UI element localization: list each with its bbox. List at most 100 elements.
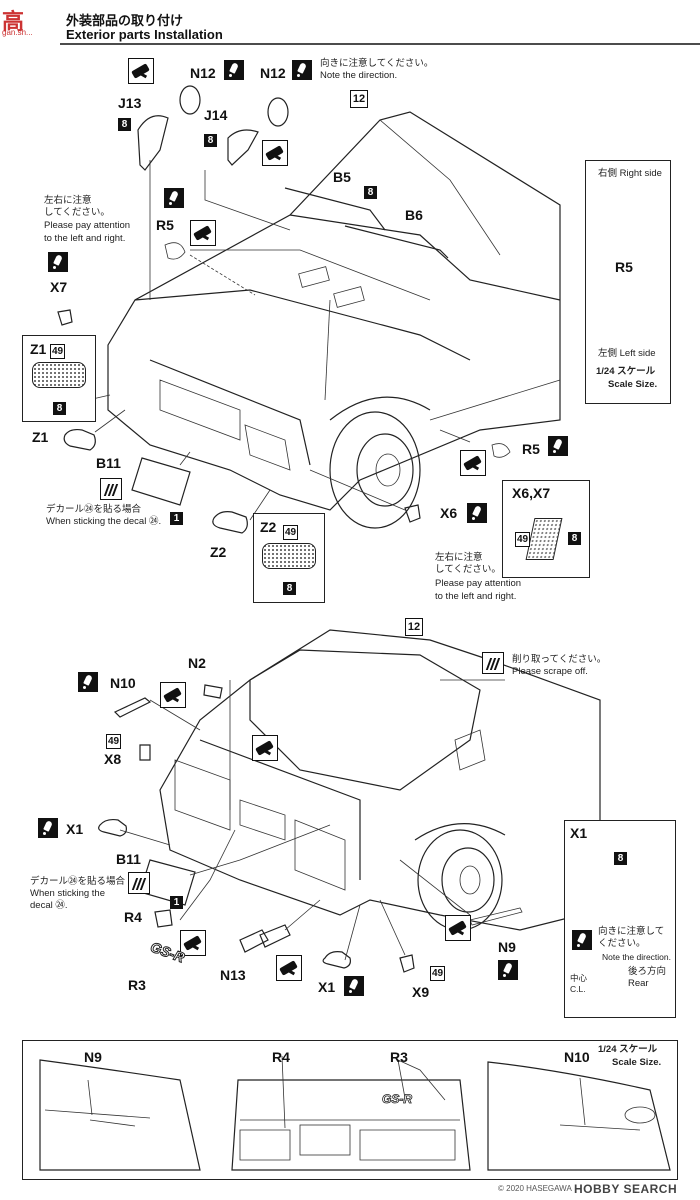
ref-step-12-front: 12 — [350, 90, 368, 108]
paint-code-49: 49 — [283, 525, 298, 540]
paint-code-1: 1 — [170, 512, 183, 525]
hobby-search-logo: HOBBY SEARCH — [574, 1182, 678, 1196]
label-r4: R4 — [124, 909, 142, 925]
x1-detail-box — [564, 820, 676, 1018]
glue-icon — [467, 503, 487, 523]
note-lr-en-1: Please pay attention — [44, 220, 131, 231]
decal-icon — [482, 652, 504, 674]
ref-step-12-rear: 12 — [405, 618, 423, 636]
paint-code-49: 49 — [50, 344, 65, 359]
note-direction-en: Note the direction. — [320, 70, 398, 81]
note-rear-decal-jp: デカール㉔を貼る場合 — [30, 876, 126, 887]
note-x6-lr-jp-2: してください。 — [435, 564, 501, 575]
left-side-label: 左側 Left side — [598, 348, 656, 359]
glue-icon — [48, 252, 68, 272]
paint-icon — [128, 58, 154, 84]
paint-icon — [252, 735, 278, 761]
bottom-scale-jp: 1/24 スケール — [598, 1044, 658, 1055]
glue-icon — [78, 672, 98, 692]
right-side-label: 右側 Right side — [598, 168, 662, 179]
rear-direction-jp: 後ろ方向 — [628, 966, 667, 977]
label-x1-box: X1 — [570, 825, 588, 841]
paint-code-8: 8 — [204, 134, 217, 147]
paint-code-8: 8 — [53, 402, 66, 415]
note-x1-dir-en: Note the direction. — [602, 952, 671, 962]
label-n9: N9 — [498, 939, 516, 955]
label-r5-scale: R5 — [615, 259, 633, 275]
footer-credit: © 2020 HASEGAWA — [498, 1184, 572, 1193]
paint-code-8: 8 — [568, 532, 581, 545]
paint-code-49: 49 — [515, 532, 530, 547]
label-b11-rear: B11 — [116, 851, 141, 867]
paint-icon — [160, 682, 186, 708]
watermark-glyphs: 高 — [2, 9, 25, 34]
note-lr-jp-1: 左右に注意 — [44, 195, 92, 206]
paint-code-8: 8 — [614, 852, 627, 865]
bottom-gsr-badge: GS-R — [382, 1092, 413, 1107]
label-r5-side: R5 — [522, 441, 540, 457]
center-en: C.L. — [570, 984, 586, 994]
paint-code-8: 8 — [364, 186, 377, 199]
paint-code-8: 8 — [118, 118, 131, 131]
label-z2-box: Z2 — [260, 519, 277, 535]
paint-code-8: 8 — [283, 582, 296, 595]
label-x7: X7 — [50, 279, 68, 295]
label-b11-front: B11 — [96, 455, 121, 471]
label-j13: J13 — [118, 95, 142, 111]
label-r3-bottom: R3 — [390, 1049, 408, 1065]
label-x9: X9 — [412, 984, 430, 1000]
z2-grille-illustration — [262, 543, 316, 569]
label-x8: X8 — [104, 751, 122, 767]
label-n12-left: N12 — [190, 65, 216, 81]
paint-icon — [445, 915, 471, 941]
glue-icon — [344, 976, 364, 996]
paint-icon — [190, 220, 216, 246]
label-b6: B6 — [405, 207, 423, 223]
label-x1-bottom: X1 — [318, 979, 336, 995]
watermark-logo: 高 gan.sh... — [0, 4, 66, 40]
decal-icon — [128, 872, 150, 894]
label-x6x7: X6,X7 — [512, 485, 551, 501]
note-lr-jp-2: してください。 — [44, 207, 110, 218]
glue-icon — [224, 60, 244, 80]
label-n12-right: N12 — [260, 65, 286, 81]
bottom-scale-en: Scale Size. — [612, 1057, 662, 1068]
decal-icon — [100, 478, 122, 500]
glue-icon — [498, 960, 518, 980]
label-x6: X6 — [440, 505, 458, 521]
label-z1-box: Z1 — [30, 341, 47, 357]
paint-icon — [276, 955, 302, 981]
paint-icon — [180, 930, 206, 956]
bottom-strip-artwork — [39, 1055, 671, 1171]
note-x6-lr-en-2: to the left and right. — [435, 591, 517, 602]
glue-icon — [292, 60, 312, 80]
note-x6-lr-en-1: Please pay attention — [435, 578, 522, 589]
label-j14: J14 — [204, 107, 228, 123]
paint-icon — [262, 140, 288, 166]
note-x6-lr-jp-1: 左右に注意 — [435, 552, 483, 563]
glue-icon — [548, 436, 568, 456]
note-x1-dir-jp-1: 向きに注意して — [598, 926, 665, 937]
note-decal-en: When sticking the decal ㉔. — [46, 516, 162, 527]
page-title-en: Exterior parts Installation — [66, 27, 223, 42]
note-decal-jp: デカール㉔を貼る場合 — [46, 504, 142, 515]
label-r5-top: R5 — [156, 217, 174, 233]
watermark-site: gan.sh... — [2, 28, 33, 37]
label-b5: B5 — [333, 169, 351, 185]
label-z2: Z2 — [210, 544, 227, 560]
note-lr-en-2: to the left and right. — [44, 233, 126, 244]
bottom-scale-strip — [22, 1040, 678, 1180]
paint-code-49: 49 — [430, 966, 445, 981]
page-title-jp: 外装部品の取り付け — [66, 13, 184, 28]
center-jp: 中心 — [570, 973, 588, 983]
note-rear-decal-en-1: When sticking the — [30, 888, 105, 899]
label-r4-bottom: R4 — [272, 1049, 290, 1065]
front-car-drawing — [57, 85, 561, 534]
paint-icon — [460, 450, 486, 476]
label-n2: N2 — [188, 655, 206, 671]
note-scrape-jp: 削り取ってください。 — [512, 654, 607, 665]
glue-icon — [164, 188, 184, 208]
glue-icon — [38, 818, 58, 838]
label-n10-bottom: N10 — [564, 1049, 590, 1065]
z1-grille-illustration — [32, 362, 86, 388]
